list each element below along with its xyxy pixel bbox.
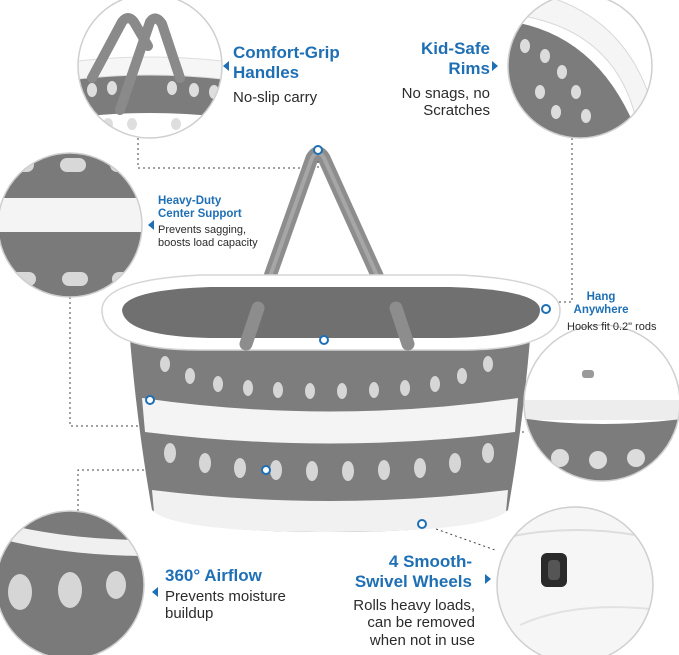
hang-title: Hang Anywhere (566, 291, 636, 317)
hang-detail-circle (523, 324, 679, 482)
airflow-title: 360° Airflow (165, 566, 262, 585)
support-desc-line2: boosts load capacity (158, 236, 258, 249)
wheels-desc-line1: Rolls heavy loads, (353, 597, 475, 614)
handles-title: Comfort-Grip Handles (233, 43, 340, 82)
support-title-line2: Center Support (158, 208, 242, 221)
handle-detail-circle (77, 0, 223, 139)
wheels-desc: Rolls heavy loads, can be removed when n… (353, 597, 475, 649)
rims-desc: No snags, no Scratches (402, 85, 490, 120)
wheels-desc-line2: can be removed (367, 614, 475, 632)
handles-title-line1: Comfort-Grip (233, 43, 340, 62)
rims-desc-line2: Scratches (423, 102, 490, 120)
rims-title-line2: Rims (448, 58, 490, 78)
hang-desc: Hooks fit 0.2" rods (567, 321, 657, 333)
airflow-desc-line1: Prevents moisture (165, 588, 286, 605)
rims-title: Kid-Safe Rims (421, 39, 490, 78)
support-title: Heavy-Duty Center Support (158, 195, 242, 221)
wheels-title: 4 Smooth- Swivel Wheels (355, 552, 472, 591)
basket-image (101, 146, 561, 532)
wheels-title-line2: Swivel Wheels (354, 571, 472, 591)
support-title-line1: Heavy-Duty (158, 195, 222, 207)
hang-title-line2: Anywhere (573, 304, 629, 317)
airflow-detail-circle (0, 510, 145, 655)
handles-desc: No-slip carry (233, 89, 318, 106)
wheels-title-line1: 4 Smooth- (388, 552, 472, 571)
rim-detail-circle (507, 0, 653, 139)
wheel-detail-circle (496, 506, 654, 655)
support-desc: Prevents sagging, boosts load capacity (158, 224, 258, 249)
hang-title-line1: Hang (586, 291, 616, 303)
support-detail-circle (0, 152, 143, 298)
callout-dots (145, 145, 551, 529)
rims-title-line1: Kid-Safe (421, 39, 490, 58)
support-desc-line1: Prevents sagging, (158, 224, 247, 236)
rims-desc-line1: No snags, no (401, 85, 490, 102)
airflow-desc: Prevents moisture buildup (165, 588, 286, 623)
handles-title-line2: Handles (233, 62, 300, 82)
airflow-desc-line2: buildup (165, 605, 214, 623)
wheels-desc-line3: when not in use (369, 631, 475, 649)
